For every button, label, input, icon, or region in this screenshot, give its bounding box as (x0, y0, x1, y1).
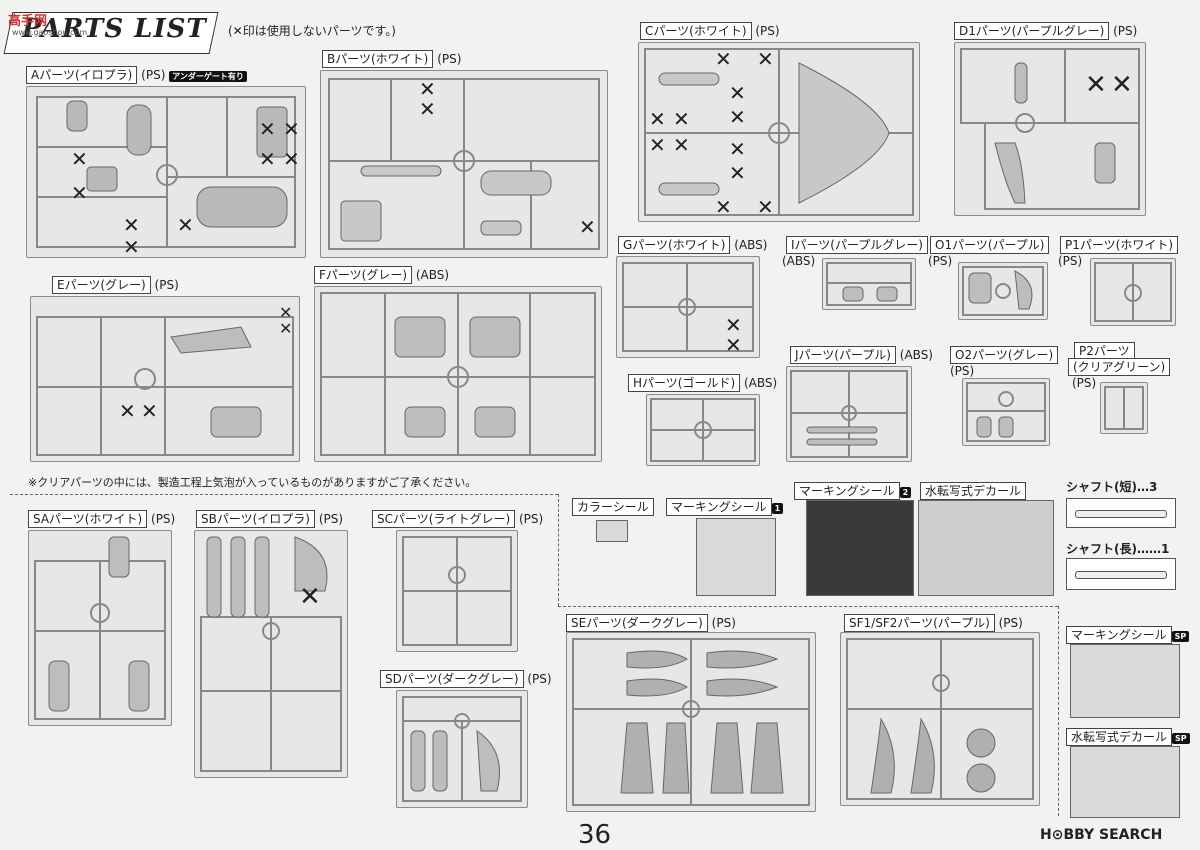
runner-sc (396, 530, 518, 652)
runner-c: ✕ ✕ ✕ ✕ ✕ ✕ ✕ ✕ ✕ ✕ ✕ ✕ (638, 42, 920, 222)
shaft-long (1066, 558, 1176, 590)
runner-p1-frame (1094, 262, 1172, 322)
shaft-short-label: シャフト(短)…3 (1066, 480, 1158, 494)
shaft-short (1066, 498, 1176, 528)
runner-f-label: Fパーツ(グレー) (ABS) (314, 266, 449, 284)
runner-g-label: Gパーツ(ホワイト) (ABS) (618, 236, 767, 254)
clear-parts-note: ※クリアパーツの中には、製造工程上気泡が入っているものがありますがご了承ください… (28, 476, 477, 489)
runner-sf-label: SF1/SF2パーツ(パープル) (PS) (844, 614, 1023, 632)
runner-sa (28, 530, 172, 726)
decal-label: 水転写式デカール (920, 482, 1027, 500)
runner-g: ✕ ✕ (616, 256, 760, 358)
marking-seal-2-sheet (806, 500, 914, 596)
runner-o2-label: O2パーツ(グレー) (950, 346, 1059, 364)
runner-p1-label: P1パーツ(ホワイト) (1060, 236, 1178, 254)
runner-g-frame (622, 262, 754, 352)
runner-se-frame (572, 638, 810, 806)
runner-o2-material: (PS) (950, 364, 975, 378)
runner-e-frame (36, 316, 294, 456)
hobby-search-logo: H⊙BBY SEARCH (1040, 827, 1163, 843)
watermark: 高手网 (8, 14, 48, 29)
runner-h-label: Hパーツ(ゴールド) (ABS) (628, 374, 777, 392)
decal-sp-sheet (1070, 746, 1180, 818)
runner-d1: ✕ ✕ (954, 42, 1146, 216)
watermark-url: www.gaoshou.com (12, 28, 88, 37)
runner-o1-label: O1パーツ(パープル) (930, 236, 1050, 254)
runner-p2-label: P2パーツ (1074, 342, 1135, 360)
runner-c-label: Cパーツ(ホワイト) (PS) (640, 22, 780, 40)
runner-a-label: Aパーツ(イロプラ) (PS) アンダーゲート有り (26, 66, 247, 84)
runner-i-label: Iパーツ(パープルグレー) (786, 236, 928, 254)
runner-sa-label: SAパーツ(ホワイト) (PS) (28, 510, 175, 528)
color-seal-sheet (596, 520, 628, 542)
runner-h (646, 394, 760, 466)
runner-e: ✕ ✕ ✕ ✕ (30, 296, 300, 462)
runner-c-frame (644, 48, 914, 216)
runner-se-label: SEパーツ(ダークグレー) (PS) (566, 614, 736, 632)
runner-sd (396, 690, 528, 808)
page-number: 36 (578, 820, 612, 850)
decal-sheet (918, 500, 1054, 596)
runner-b: ✕ ✕ ✕ (320, 70, 608, 258)
runner-d1-frame (960, 48, 1140, 210)
runner-a: ✕ ✕ ✕ ✕ ✕ ✕ ✕ ✕ ✕ (26, 86, 306, 258)
divider-vertical (558, 494, 559, 606)
runner-b-label: Bパーツ(ホワイト) (PS) (322, 50, 461, 68)
divider-sp (1058, 606, 1059, 816)
marking-seal-1-sheet (696, 518, 776, 596)
runner-sb-label: SBパーツ(イロプラ) (PS) (196, 510, 343, 528)
runner-se (566, 632, 816, 812)
runner-o1-frame (962, 266, 1044, 316)
runner-o1-material: (PS) (928, 254, 953, 268)
runner-o2-frame (966, 382, 1046, 442)
runner-j (786, 366, 912, 462)
runner-p1-material: (PS) (1058, 254, 1083, 268)
runner-a-frame (36, 96, 296, 248)
runner-p2-color: (クリアグリーン) (1068, 358, 1171, 376)
runner-j-frame (790, 370, 908, 458)
runner-f-frame (320, 292, 596, 456)
runner-f (314, 286, 602, 462)
runner-sb: ✕ (194, 530, 348, 778)
runner-sf (840, 632, 1040, 806)
runner-sc-frame (402, 536, 512, 646)
runner-p2-frame (1104, 386, 1144, 430)
divider-left (10, 494, 558, 495)
runner-j-label: Jパーツ(パープル) (ABS) (790, 346, 933, 364)
runner-i-frame (826, 262, 912, 306)
runner-i (822, 258, 916, 310)
runner-o1 (958, 262, 1048, 320)
runner-i-material: (ABS) (782, 254, 816, 268)
marking-seal-sp-sheet (1070, 644, 1180, 718)
shaft-long-label: シャフト(長)……1 (1066, 542, 1170, 556)
runner-sd-frame (402, 696, 522, 802)
page-title: PARTS LIST (22, 14, 207, 44)
runner-sa-frame (34, 536, 166, 720)
runner-b-frame (328, 78, 600, 250)
runner-sc-label: SCパーツ(ライトグレー) (PS) (372, 510, 543, 528)
runner-d1-label: D1パーツ(パープルグレー) (PS) (954, 22, 1137, 40)
runner-p2-material: (PS) (1072, 376, 1097, 390)
runner-o2 (962, 378, 1050, 446)
runner-p1 (1090, 258, 1176, 326)
runner-p2 (1100, 382, 1148, 434)
under-gate-badge: アンダーゲート有り (169, 71, 247, 82)
divider-right (558, 606, 1058, 607)
runner-sb-frame (200, 536, 342, 772)
runner-sd-label: SDパーツ(ダークグレー) (PS) (380, 670, 552, 688)
runner-e-label: Eパーツ(グレー) (PS) (52, 276, 179, 294)
runner-sf-frame (846, 638, 1034, 800)
unused-parts-note: (✕印は使用しないパーツです。) (228, 24, 396, 38)
runner-h-frame (650, 398, 756, 462)
color-seal-label: カラーシール (572, 498, 654, 516)
